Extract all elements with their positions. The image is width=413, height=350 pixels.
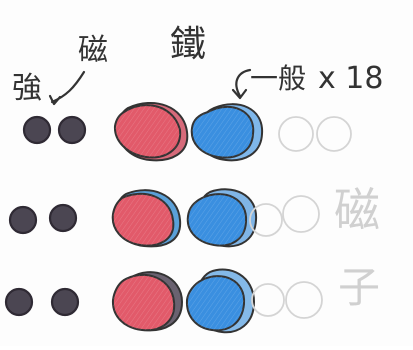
strong-dot xyxy=(50,287,80,317)
blue-magnet-stack xyxy=(185,268,256,334)
blue-magnet-stack xyxy=(190,103,264,162)
red-magnet-stack xyxy=(111,189,182,248)
ordinary-arrowhead xyxy=(231,88,248,100)
magnet-label: 磁 xyxy=(78,33,108,68)
strong-arrowhead xyxy=(48,94,62,106)
ordinary-circle xyxy=(316,116,352,152)
iron-label: 鐵 xyxy=(170,24,206,65)
strong-dot xyxy=(4,287,34,317)
red-magnet-stack xyxy=(113,101,189,162)
ordinary-circle xyxy=(249,203,283,237)
strong-label: 強 xyxy=(12,71,42,106)
strong-dot xyxy=(57,115,87,145)
ordinary-arrow xyxy=(235,68,252,98)
ordinary-circle xyxy=(282,195,320,233)
faint-zi2-character: 子 xyxy=(338,263,380,312)
red-magnet-stack xyxy=(111,271,184,332)
ordinary-circle xyxy=(278,116,314,152)
strong-arrow xyxy=(50,70,86,104)
strong-dot xyxy=(48,203,78,233)
ordinary-label: 一般 xyxy=(250,62,306,95)
blue-magnet-stack xyxy=(186,188,258,248)
strong-dot xyxy=(8,205,38,235)
ordinary-circle xyxy=(285,281,323,319)
count-label: x 18 xyxy=(318,61,383,96)
ordinary-circle xyxy=(251,283,285,317)
strong-dot xyxy=(22,115,52,145)
faint-zi-character: 磁 xyxy=(334,183,380,237)
